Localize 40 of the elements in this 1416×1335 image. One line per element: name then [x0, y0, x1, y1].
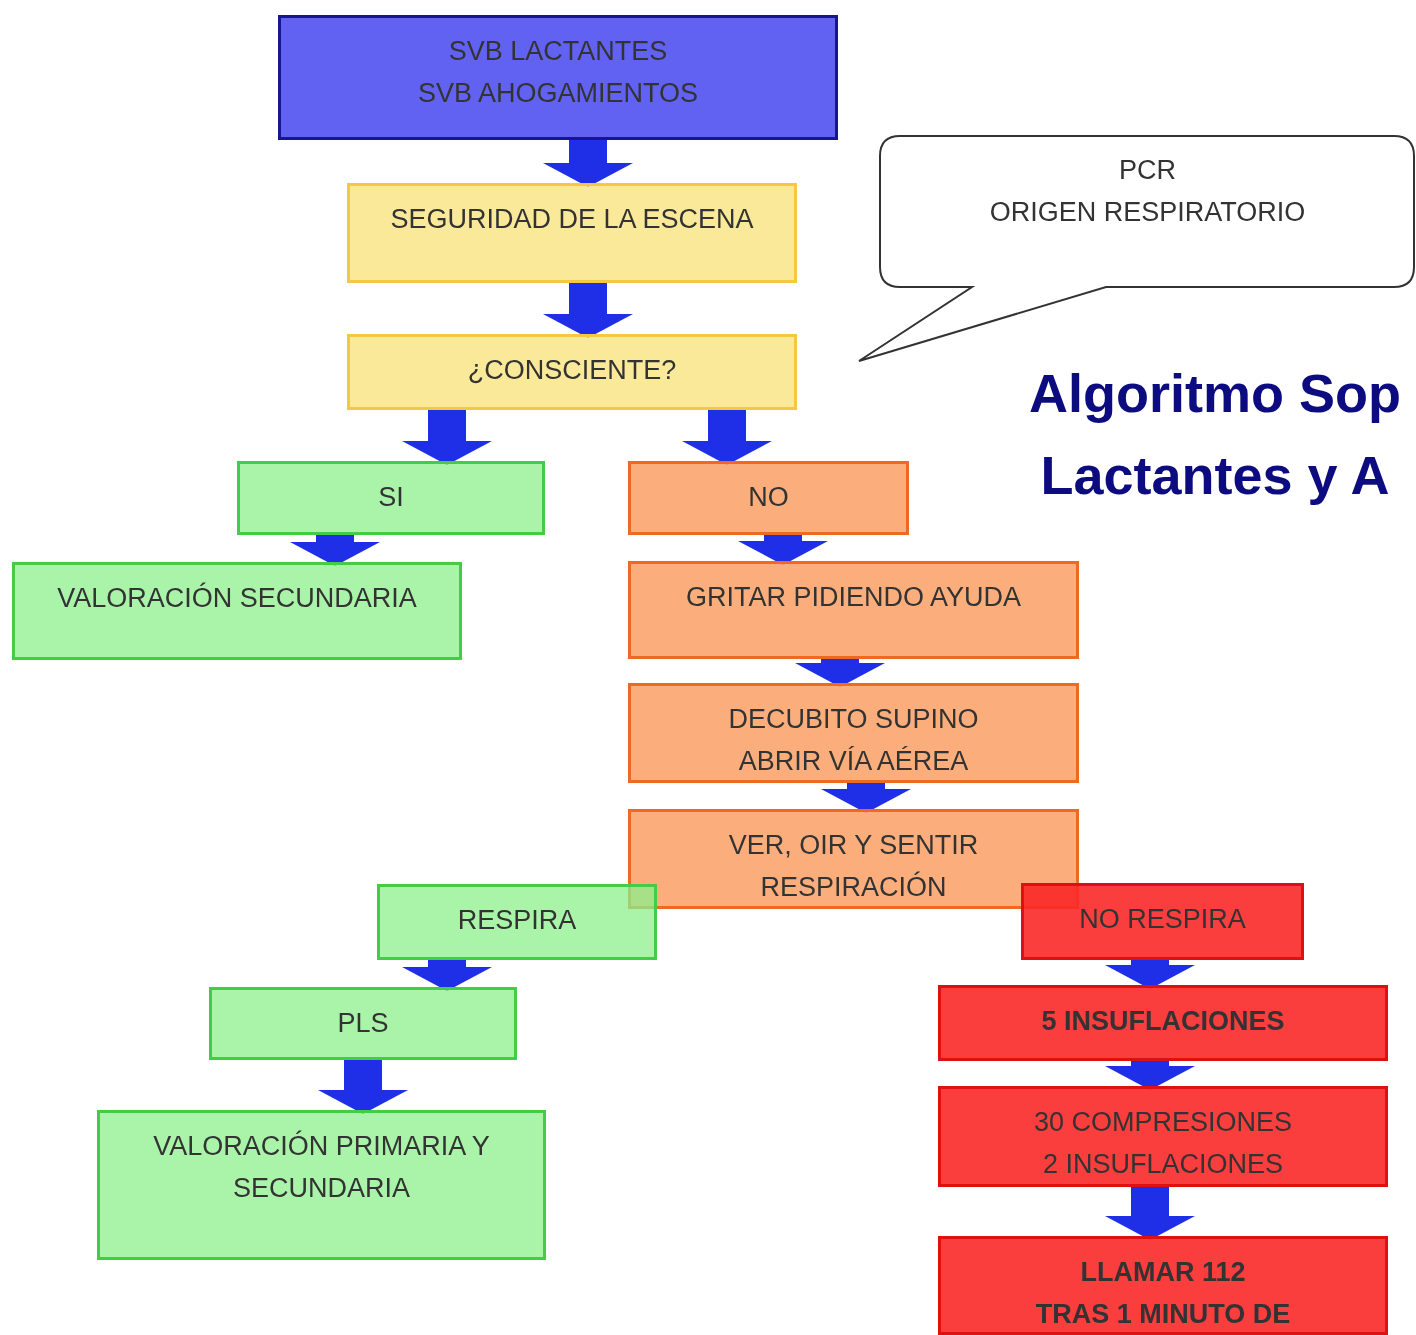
node-label: PLS [337, 1007, 389, 1040]
process-box [938, 985, 1388, 1061]
node-label: GRITAR PIDIENDO AYUDA [685, 581, 1022, 614]
process-box [347, 183, 797, 283]
node-label: PCR [1119, 154, 1176, 187]
node-label: SVB AHOGAMIENTOS [417, 77, 699, 110]
node-label: VER, OIR Y SENTIR RESPIRACIÓN [727, 829, 980, 904]
node-label: RESPIRA [457, 904, 577, 937]
node-label: NO [748, 481, 789, 514]
process-box [237, 461, 545, 535]
process-box [347, 334, 797, 410]
speech-bubble [858, 135, 1415, 363]
node-label: 5 INSUFLACIONES [1041, 1005, 1285, 1038]
process-box [209, 987, 517, 1060]
node-label: VALORACIÓN SECUNDARIA [57, 581, 417, 615]
process-box [97, 1110, 546, 1260]
process-box [938, 1086, 1388, 1187]
node-label: LLAMAR 112 [1080, 1256, 1246, 1289]
process-box [278, 15, 838, 140]
node-label: VALORACIÓN PRIMARIA Y SECUNDARIA [152, 1129, 491, 1205]
node-label: TRAS 1 MINUTO DE [1035, 1298, 1291, 1331]
node-label: NO RESPIRA [1079, 903, 1246, 936]
process-box [377, 884, 657, 960]
node-label: DECUBITO SUPINO [728, 703, 979, 736]
process-box [628, 561, 1079, 659]
process-box [628, 683, 1079, 783]
node-label: ¿CONSCIENTE? [467, 354, 677, 387]
node-label: SI [378, 481, 404, 514]
title: Algoritmo Sop Lactantes y A [1028, 362, 1402, 507]
node-label: ORIGEN RESPIRATORIO [989, 196, 1306, 229]
process-box [628, 809, 1079, 909]
process-box [1021, 883, 1304, 960]
node-label: 30 COMPRESIONES [1033, 1106, 1293, 1139]
node-label: SEGURIDAD DE LA ESCENA [390, 203, 754, 236]
node-label: 2 INSUFLACIONES [1042, 1148, 1284, 1181]
process-box [12, 562, 462, 660]
node-label: ABRIR VÍA AÉREA [738, 745, 969, 778]
node-label: SVB LACTANTES [448, 35, 668, 68]
process-box [628, 461, 909, 535]
process-box [938, 1236, 1388, 1335]
